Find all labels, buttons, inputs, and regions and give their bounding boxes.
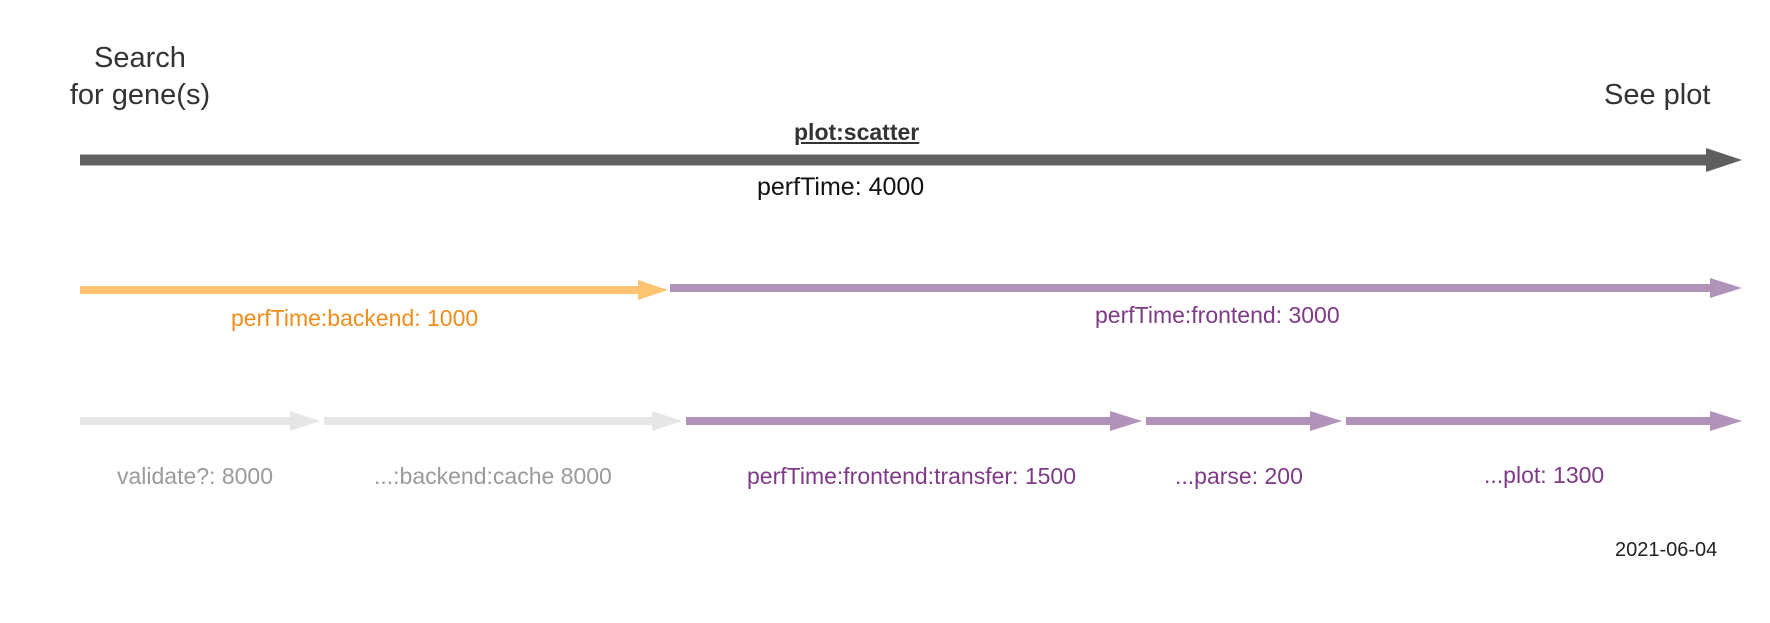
segment-label-plot: ...plot: 1300 xyxy=(1484,462,1605,488)
segment-label-transfer: perfTime:frontend:transfer: 1500 xyxy=(747,463,1076,489)
timeline-arrow-plot xyxy=(1346,411,1742,431)
diagram-title: plot:scatter xyxy=(794,119,920,145)
arrow-head-icon xyxy=(652,411,682,431)
timeline-arrow-validate xyxy=(80,411,320,431)
arrow-head-icon xyxy=(1710,411,1742,431)
end-label: See plot xyxy=(1604,79,1711,111)
segment-label-cache: ...:backend:cache 8000 xyxy=(374,463,612,489)
segment-label-total: perfTime: 4000 xyxy=(757,173,925,201)
segment-label-validate: validate?: 8000 xyxy=(117,463,274,489)
timeline-arrow-transfer xyxy=(686,411,1142,431)
arrow-head-icon xyxy=(638,280,668,300)
timeline-arrow-cache xyxy=(324,411,682,431)
segment-label-backend: perfTime:backend: 1000 xyxy=(231,305,479,331)
timeline-arrow-backend xyxy=(80,280,668,300)
arrow-head-icon xyxy=(1110,411,1142,431)
segment-label-parse: ...parse: 200 xyxy=(1175,463,1303,489)
timeline-arrow-parse xyxy=(1146,411,1342,431)
arrow-head-icon xyxy=(1706,148,1742,172)
start-label-line-2: for gene(s) xyxy=(69,79,211,111)
timeline-arrow-frontend xyxy=(670,278,1742,298)
date-stamp: 2021-06-04 xyxy=(1615,539,1718,561)
arrow-head-icon xyxy=(1710,278,1742,298)
start-label: Search for gene(s) xyxy=(55,40,225,114)
start-label-line-1: Search xyxy=(94,42,186,74)
timeline-arrow-total xyxy=(80,148,1742,172)
segment-label-frontend: perfTime:frontend: 3000 xyxy=(1095,302,1340,328)
arrow-head-icon xyxy=(1310,411,1342,431)
arrow-head-icon xyxy=(290,411,320,431)
